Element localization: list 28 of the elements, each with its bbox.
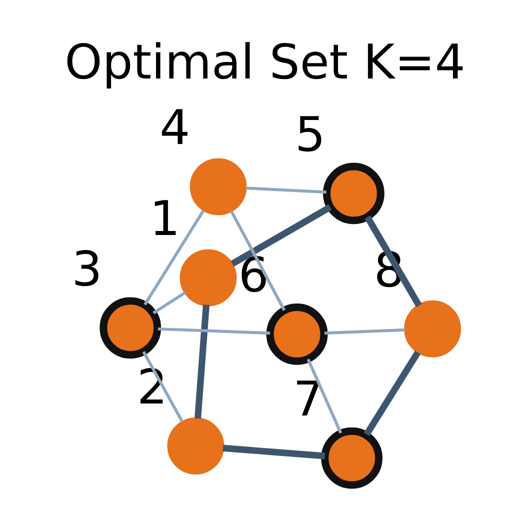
node-circle <box>321 426 383 488</box>
connector <box>324 328 406 334</box>
connector <box>194 304 210 418</box>
node-label: 3 <box>72 242 102 297</box>
node-circle <box>167 417 224 474</box>
connector <box>142 350 184 422</box>
node-label: 1 <box>150 192 180 247</box>
connector <box>230 210 286 310</box>
connector <box>222 444 326 459</box>
node-label: 4 <box>160 100 190 156</box>
connector <box>364 214 422 307</box>
connector <box>144 209 205 305</box>
diagram-title: Optimal Set K=4 <box>64 34 466 90</box>
node-circle <box>266 302 328 364</box>
node-circle <box>322 162 384 224</box>
connector <box>158 326 270 334</box>
node-circle <box>180 248 237 306</box>
connector <box>246 186 326 194</box>
node-label: 5 <box>295 107 326 162</box>
node-label: 6 <box>238 248 269 304</box>
connector <box>364 350 421 436</box>
connector <box>152 290 186 314</box>
node-circle <box>404 300 461 357</box>
connector <box>306 358 342 434</box>
node-circle <box>190 158 247 215</box>
connector <box>230 204 332 266</box>
node-label: 7 <box>293 372 324 428</box>
node-circle <box>100 296 162 358</box>
